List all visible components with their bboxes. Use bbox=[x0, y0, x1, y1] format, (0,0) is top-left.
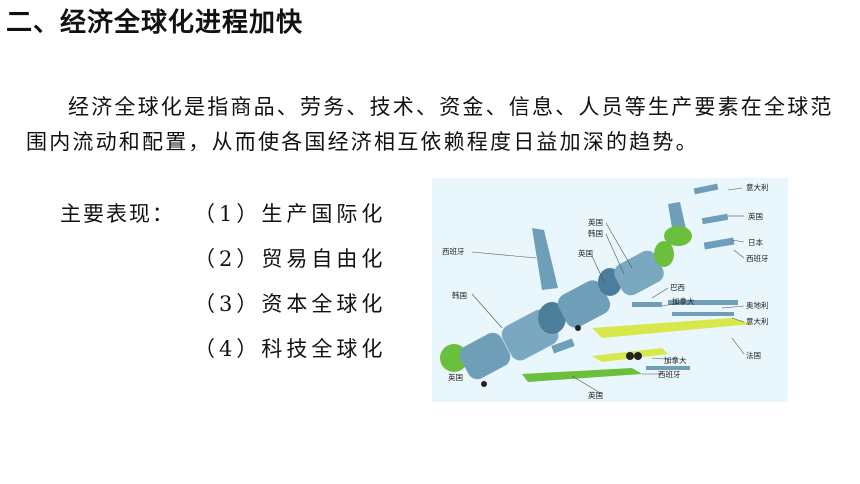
label-korea-center: 韩国 bbox=[588, 228, 603, 238]
list-item: （4）科技全球化 bbox=[60, 333, 386, 378]
manifestation-item-2: （2）贸易自由化 bbox=[194, 247, 387, 271]
label-italy-right: 意大利 bbox=[746, 316, 769, 326]
fuselage-section bbox=[557, 280, 611, 328]
label-canada-bottom: 加拿大 bbox=[664, 355, 687, 365]
country-labels: 意大利 英国 日本 西班牙 英国 韩国 英国 西班牙 韩国 巴西 加拿大 奥地利… bbox=[442, 182, 769, 400]
label-uk-left-bottom: 英国 bbox=[448, 372, 463, 382]
label-italy-top: 意大利 bbox=[746, 182, 769, 192]
label-spain-bottom: 西班牙 bbox=[658, 369, 681, 379]
manifestations-label: 主要表现： bbox=[60, 202, 175, 226]
vertical-stabilizer bbox=[532, 228, 558, 290]
manifestation-item-3: （3）资本全球化 bbox=[194, 292, 387, 316]
wing-part bbox=[592, 318, 752, 338]
fuselage-sections bbox=[440, 183, 752, 387]
label-uk-center: 英国 bbox=[588, 217, 603, 227]
manifestations-list: 主要表现： （1）生产国际化 （2）贸易自由化 （3）资本全球化 （4）科技全球… bbox=[60, 198, 386, 378]
label-brazil: 巴西 bbox=[670, 283, 685, 292]
tail-cone bbox=[654, 241, 674, 267]
label-spain-right: 西班牙 bbox=[746, 253, 769, 263]
label-uk-bottom: 英国 bbox=[588, 390, 603, 400]
definition-text: 经济全球化是指商品、劳务、技术、资金、信息、人员等生产要素在全球范围内流动和配置… bbox=[26, 95, 834, 154]
fuselage-section bbox=[459, 332, 511, 380]
label-france: 法国 bbox=[746, 350, 761, 360]
label-japan: 日本 bbox=[748, 237, 763, 247]
fuselage-section bbox=[614, 250, 664, 296]
wing-part bbox=[522, 368, 642, 382]
label-uk-top: 英国 bbox=[748, 211, 763, 221]
definition-paragraph: 经济全球化是指商品、劳务、技术、资金、信息、人员等生产要素在全球范围内流动和配置… bbox=[26, 90, 836, 160]
label-lines bbox=[471, 187, 745, 395]
engine-pod bbox=[664, 226, 692, 246]
list-item: 主要表现： （1）生产国际化 bbox=[60, 198, 386, 243]
airplane-parts-figure: 意大利 英国 日本 西班牙 英国 韩国 英国 西班牙 韩国 巴西 加拿大 奥地利… bbox=[432, 178, 788, 402]
label-canada-mid: 加拿大 bbox=[672, 296, 695, 306]
list-item: （3）资本全球化 bbox=[60, 288, 386, 333]
label-spain-left: 西班牙 bbox=[442, 246, 465, 256]
manifestation-item-4: （4）科技全球化 bbox=[194, 337, 387, 361]
list-item: （2）贸易自由化 bbox=[60, 243, 386, 288]
fuselage-ring bbox=[538, 302, 566, 334]
manifestation-item-1: （1）生产国际化 bbox=[194, 202, 387, 226]
section-title: 二、经济全球化进程加快 bbox=[6, 8, 304, 38]
label-korea-left: 韩国 bbox=[452, 290, 467, 300]
exploded-airplane-illustration: 意大利 英国 日本 西班牙 英国 韩国 英国 西班牙 韩国 巴西 加拿大 奥地利… bbox=[440, 182, 769, 400]
label-austria: 奥地利 bbox=[746, 300, 769, 310]
label-uk-mid: 英国 bbox=[578, 248, 593, 258]
